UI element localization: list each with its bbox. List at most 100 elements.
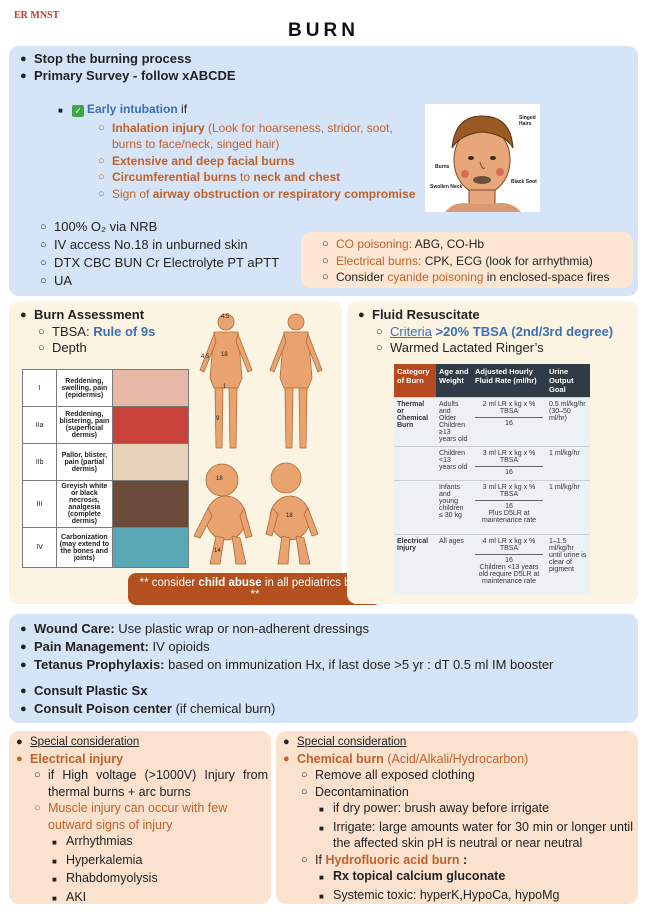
pill-suffix: in all pediatrics burn! ** — [250, 577, 371, 601]
rule-of-nines: Rule of 9s — [93, 323, 156, 339]
rate-note: Plus D5LR at maintenance rate — [481, 510, 537, 524]
initial-orders: ○100% O₂ via NRB ○IV access No.18 in unb… — [40, 219, 280, 288]
fluid-title: Fluid Resuscitate — [372, 307, 480, 322]
label-soot: Black Soot — [511, 179, 537, 185]
rate-note: Children <13 years old require D5LR at m… — [478, 564, 540, 585]
iv-order: IV access No.18 in unburned skin — [54, 237, 248, 252]
depth-photo — [111, 369, 190, 407]
wound-detail: Use plastic wrap or non-adherent dressin… — [118, 621, 370, 636]
consult-poison: Consult Poison center — [34, 701, 172, 716]
criteria-link[interactable]: Criteria — [390, 323, 432, 339]
cell-age: All ages — [436, 534, 472, 595]
burned-face-icon — [445, 115, 521, 212]
cell-category: Electrical Injury — [394, 534, 436, 595]
label-burns: Burns — [435, 164, 450, 170]
rate-formula: 3 ml LR x kg x % TBSA — [475, 450, 543, 467]
poison-detail: (if chemical burn) — [175, 701, 276, 716]
electrical-title: Electrical injury — [30, 751, 124, 766]
labs-order: DTX CBC BUN Cr Electrolyte PT aPTT — [54, 255, 280, 270]
header-tag: ER MNST — [14, 10, 60, 21]
depth-desc: Reddening, swelling, pain (epidermis) — [56, 369, 113, 407]
cyanide-suffix: in enclosed-space fires — [486, 270, 610, 284]
pain-management: Pain Management: — [34, 639, 149, 654]
circ-location: neck and chest — [253, 170, 341, 184]
hf-burn: Hydrofluoric acid burn — [325, 852, 460, 867]
rate-denominator: 16 — [505, 557, 513, 564]
primary-survey: Primary Survey - follow xABCDE — [34, 67, 236, 83]
cyanide-poisoning: cyanide poisoning — [387, 270, 484, 284]
complication-item: AKI — [66, 889, 87, 904]
intubation-if: if — [181, 102, 188, 116]
label-singed: Singed Hairs — [519, 115, 536, 127]
fluid-table: Category of Burn Age and Weight Adjusted… — [394, 364, 590, 595]
wound-care: Wound Care: — [34, 621, 115, 636]
fluid-list: ●Fluid Resuscitate ○Criteria >20% TBSA (… — [358, 307, 614, 355]
electrical-burns: Electrical burns: — [336, 253, 422, 268]
depth-grade: IIb — [21, 443, 58, 481]
label-swollen: Swollen Neck — [430, 184, 463, 190]
depth-photo — [111, 443, 190, 481]
intubation-label: Early intubation — [87, 102, 178, 116]
rate-formula: 3 ml LR x kg x % TBSA — [475, 484, 543, 501]
monitoring-list: ○CO poisoning: ABG, CO-Hb ○Electrical bu… — [322, 237, 610, 284]
criteria-value: >20% TBSA (2nd/3rd degree) — [435, 323, 614, 339]
electrical-tests: CPK, ECG (look for arrhythmia) — [424, 253, 593, 268]
complication-item: Arrhythmias — [66, 834, 133, 848]
high-voltage: if High voltage (>1000V) Injury from the… — [48, 768, 268, 799]
cell-age: Children <13 years old — [436, 446, 472, 481]
depth-desc: Greyish white or black necrosis, analges… — [56, 480, 113, 528]
tetanus: Tetanus Prophylaxis: — [34, 657, 165, 672]
cyanide-prefix: Consider — [336, 270, 385, 284]
rate-denominator: 16 — [505, 420, 513, 427]
label-leg: 9 — [216, 416, 220, 422]
depth-photo — [111, 480, 190, 528]
cell-age: Adults and Older Children ≥13 years old — [436, 397, 472, 447]
chemical-list: ●Special consideration ●Chemical burn (A… — [283, 736, 633, 902]
depth-desc: Pallor, blister, pain (partial dermis) — [56, 443, 113, 481]
co-tests: ABG, CO-Hb — [414, 237, 485, 251]
depth-label: Depth — [52, 340, 87, 355]
dry-powder: if dry power: brush away before irrigate — [333, 801, 550, 815]
face-illustration: Singed Hairs Burns Swollen Neck Black So… — [425, 104, 540, 212]
special-heading-left: Special consideration — [30, 736, 140, 748]
body-diagram-icon — [193, 313, 323, 565]
inhalation-detail-2: burns to face/neck, singed hair) — [112, 137, 280, 151]
complication-item: Rhabdomyolysis — [66, 871, 158, 885]
airway-obstruction: airway obstruction or respiratory compro… — [152, 186, 416, 201]
airway-prefix: Sign of — [112, 186, 150, 201]
assessment-title: Burn Assessment — [34, 307, 145, 322]
care-list: ●Wound Care: Use plastic wrap or non-adh… — [20, 621, 554, 716]
label-child-leg: 14 — [214, 548, 221, 554]
depth-grade: III — [21, 480, 58, 528]
care-box — [9, 614, 638, 723]
o2-order: 100% O₂ via NRB — [54, 219, 158, 234]
rate-denominator: 16 — [505, 469, 513, 476]
rate-formula: 4 ml LR x kg x % TBSA — [475, 538, 543, 555]
cell-category — [394, 446, 436, 481]
irrigate: Irrigate: large amounts water for 30 min… — [333, 819, 633, 851]
cell-urine: 1 ml/kg/hr — [546, 446, 590, 481]
electrical-box — [9, 731, 271, 904]
systemic-toxic: Systemic toxic: hyperK,HypoCa, hypoMg — [333, 887, 560, 902]
hf-prefix: If — [315, 852, 322, 867]
th-urine: Urine Output Goal — [546, 364, 590, 398]
chemical-types: (Acid/Alkali/Hydrocarbon) — [387, 751, 529, 766]
calcium-gluconate: Rx topical calcium gluconate — [333, 869, 506, 883]
chemical-title: Chemical burn — [297, 751, 384, 766]
cell-category — [394, 480, 436, 535]
depth-photo — [111, 406, 190, 444]
lactated-ringer: Warmed Lactated Ringer’s — [390, 340, 544, 355]
depth-photo — [111, 527, 190, 568]
depth-grade: IIa — [21, 406, 58, 444]
th-age: Age and Weight — [436, 364, 472, 398]
pain-detail: IV opioids — [152, 639, 210, 654]
chemical-box — [276, 731, 638, 904]
label-groin: 1 — [223, 384, 227, 390]
special-heading-right: Special consideration — [297, 736, 407, 748]
circ-burns: Circumferential burns — [112, 170, 237, 184]
child-abuse-pill: ** consider child abuse in all pediatric… — [128, 573, 382, 605]
muscle-injury: Muscle injury can occur with few outward… — [48, 801, 228, 832]
circ-to: to — [240, 170, 251, 184]
